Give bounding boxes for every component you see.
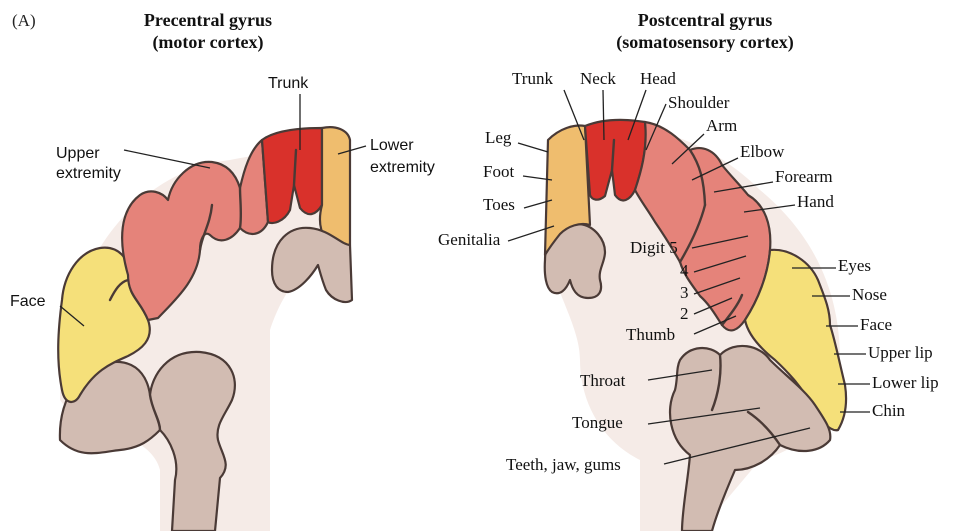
sensory-label-trunk: Trunk (512, 69, 553, 88)
sensory-label-arm: Arm (706, 116, 737, 135)
sensory-label-neck: Neck (580, 69, 616, 88)
motor-leader-upper-extremity (124, 150, 210, 168)
motor-cortex-diagram (58, 127, 352, 531)
motor-sulcus-2 (240, 188, 241, 228)
motor-label-trunk: Trunk (268, 75, 309, 92)
sensory-label-upper-lip: Upper lip (868, 343, 933, 362)
sensory-label-nose: Nose (852, 285, 887, 304)
sensory-label-toes: Toes (483, 195, 515, 214)
sensory-label-digit4: 4 (680, 261, 689, 280)
sensory-label-tongue: Tongue (572, 413, 623, 432)
sensory-label-face: Face (860, 315, 892, 334)
motor-label-face: Face (10, 293, 46, 310)
sensory-label-head: Head (640, 69, 676, 88)
sensory-label-hand: Hand (797, 192, 834, 211)
sensory-title-line1: Postcentral gyrus (638, 10, 772, 30)
motor-lower-extremity-region (320, 127, 350, 246)
sensory-label-digit2: 2 (680, 304, 689, 323)
motor-title-line2: (motor cortex) (152, 32, 263, 53)
sensory-label-teeth: Teeth, jaw, gums (506, 455, 621, 474)
sensory-label-chin: Chin (872, 401, 906, 420)
sensory-label-shoulder: Shoulder (668, 93, 730, 112)
sensory-label-lower-lip: Lower lip (872, 373, 939, 392)
motor-label-upper-extremity-1: Upper (56, 145, 100, 162)
sensory-label-throat: Throat (580, 371, 626, 390)
sensory-label-thumb: Thumb (626, 325, 675, 344)
motor-title-line1: Precentral gyrus (144, 10, 272, 30)
sensory-leader-leg (518, 143, 548, 152)
motor-label-lower-extremity-2: extremity (370, 159, 435, 176)
motor-label-upper-extremity-2: extremity (56, 165, 121, 182)
panel-label: (A) (12, 11, 36, 30)
motor-label-lower-extremity-1: Lower (370, 137, 414, 154)
sensory-label-elbow: Elbow (740, 142, 785, 161)
sensory-label-leg: Leg (485, 128, 512, 147)
sensory-label-digit3: 3 (680, 283, 689, 302)
sensory-label-digit5: Digit 5 (630, 238, 678, 257)
sensory-label-genitalia: Genitalia (438, 230, 501, 249)
sensory-title-line2: (somatosensory cortex) (616, 32, 793, 53)
sensory-label-forearm: Forearm (775, 167, 833, 186)
sensory-label-foot: Foot (483, 162, 514, 181)
sensory-label-eyes: Eyes (838, 256, 871, 275)
